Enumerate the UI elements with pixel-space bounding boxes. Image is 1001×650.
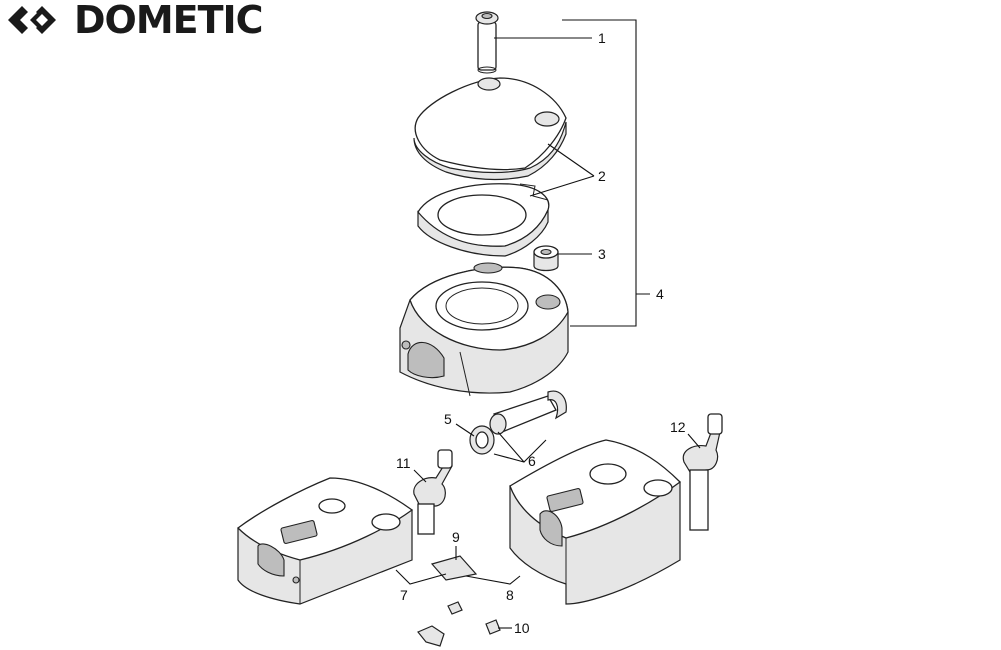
leader-lines xyxy=(395,19,701,629)
part-3-cap xyxy=(533,245,559,272)
part-7-left-waste-tank xyxy=(237,477,414,605)
part-2-seat xyxy=(417,183,550,257)
callout-1: 1 xyxy=(598,30,606,46)
part-9-clip xyxy=(430,555,478,581)
part-12-right-elbow xyxy=(682,413,723,531)
part-10-brackets xyxy=(417,601,501,647)
callout-5: 5 xyxy=(444,411,452,427)
callout-6: 6 xyxy=(528,453,536,469)
part-8-right-waste-tank xyxy=(509,439,681,605)
callout-3: 3 xyxy=(598,246,606,262)
part-1-nozzle xyxy=(475,11,499,74)
callout-10: 10 xyxy=(514,620,530,636)
callout-12: 12 xyxy=(670,419,686,435)
callout-9: 9 xyxy=(452,529,460,545)
part-2-lid xyxy=(413,77,567,181)
dometic-chevron-logo-icon xyxy=(8,6,56,34)
part-4-upper-tank xyxy=(399,262,569,397)
part-11-left-elbow xyxy=(413,449,453,535)
callout-2: 2 xyxy=(598,168,606,184)
callout-7: 7 xyxy=(400,587,408,603)
callout-11: 11 xyxy=(396,455,411,471)
brand-logo: DOMETIC xyxy=(6,0,264,42)
brand-name: DOMETIC xyxy=(74,0,264,42)
callout-8: 8 xyxy=(506,587,514,603)
callout-labels: 1 2 3 4 5 6 7 8 9 10 11 12 xyxy=(396,30,686,636)
part-6-valve-pipe xyxy=(489,390,567,435)
part-5-seal xyxy=(469,425,495,455)
callout-4: 4 xyxy=(656,286,664,302)
